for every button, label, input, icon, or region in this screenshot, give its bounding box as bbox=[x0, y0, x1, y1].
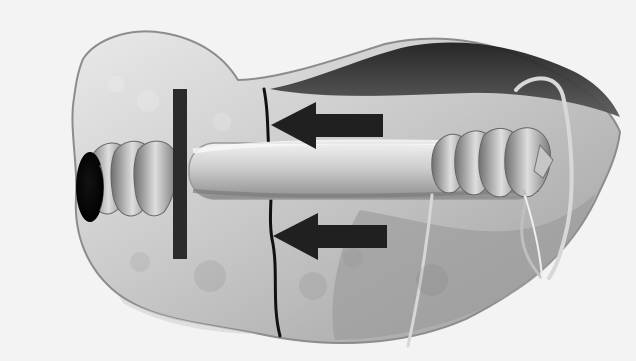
distal-threads bbox=[432, 128, 553, 197]
washer-plate-icon bbox=[173, 89, 187, 259]
screw-head-opening bbox=[76, 152, 104, 222]
